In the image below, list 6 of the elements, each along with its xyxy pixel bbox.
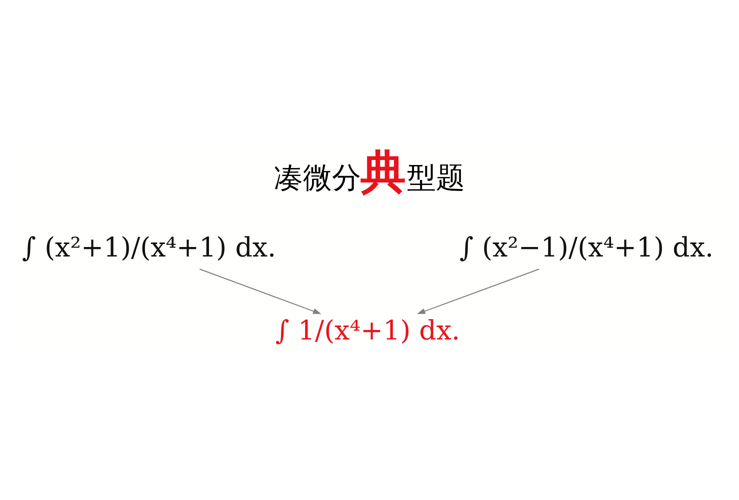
node-text: ∫ (x²+1)/(x⁴+1) dx. — [22, 232, 276, 264]
arrow — [200, 268, 322, 314]
node-text: ∫ (x²−1)/(x⁴+1) dx. — [459, 232, 714, 264]
node-text: ∫ 1/(x⁴+1) dx. — [275, 315, 460, 346]
arrow — [416, 268, 540, 314]
diagram-title: 凑微分典型题 — [274, 146, 466, 199]
